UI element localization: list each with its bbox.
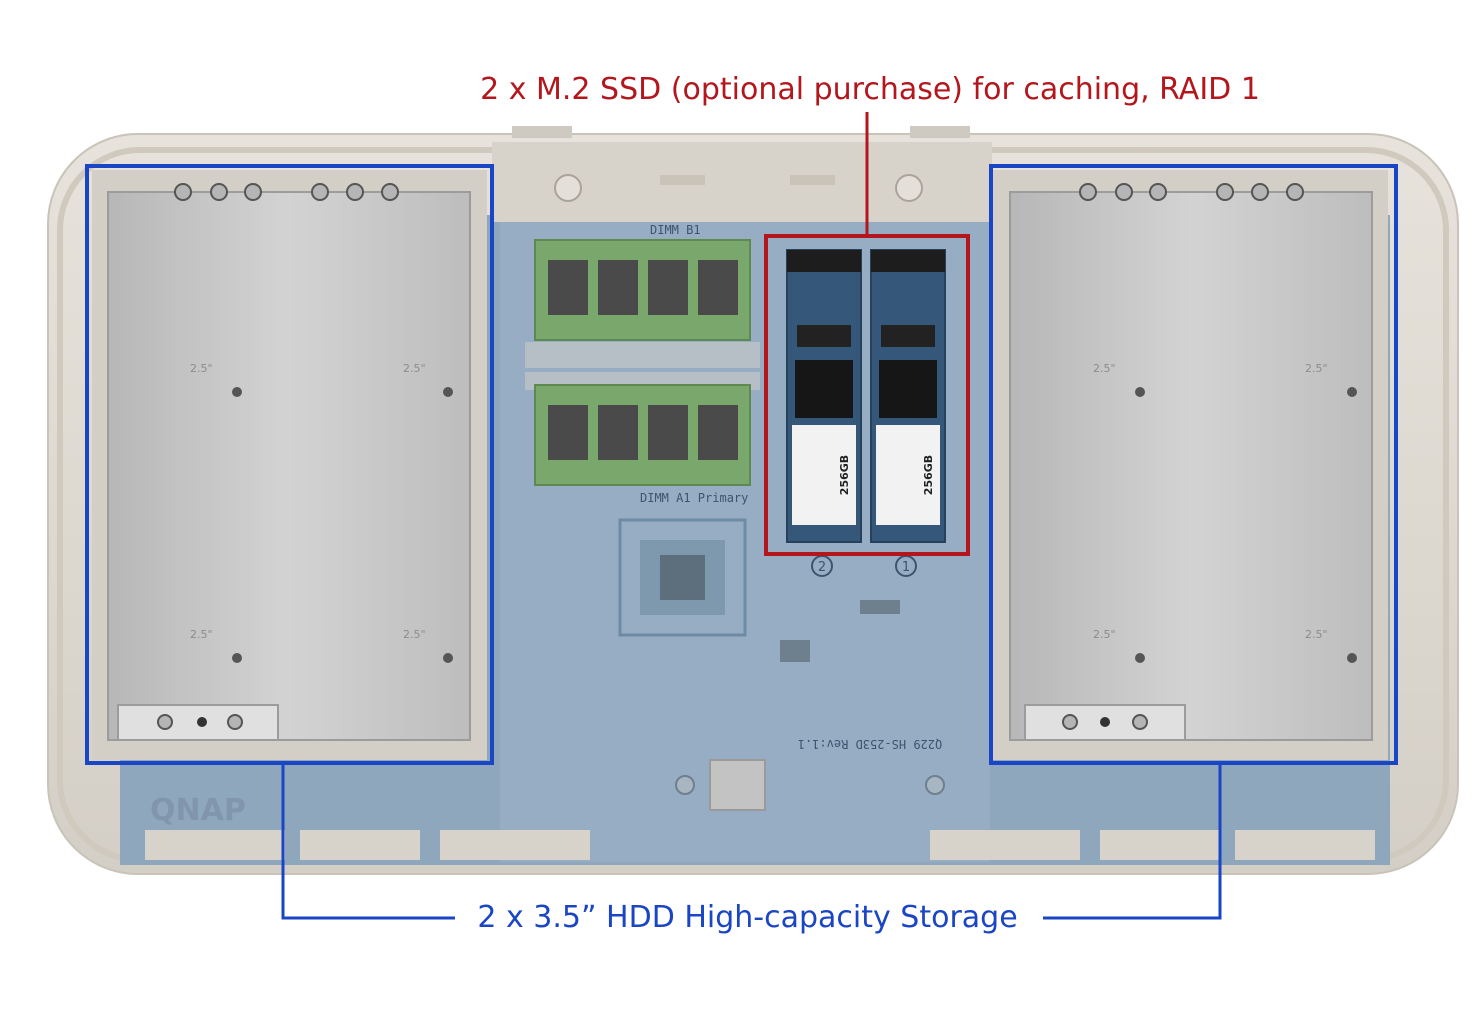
ram-slot (525, 342, 760, 368)
ssd-controller-chip (881, 325, 935, 347)
m2-slot-2-number: 2 (818, 560, 826, 575)
hdd-callout-label: 2 x 3.5” HDD High-capacity Storage (477, 900, 1018, 935)
capacitor (675, 775, 695, 795)
dimm-b1-marking: DIMM B1 (650, 223, 701, 237)
handle-screw (227, 714, 243, 730)
tray-screw (1286, 183, 1304, 201)
ssd-nand-chip (795, 360, 853, 418)
board-connector (709, 759, 766, 811)
ram-chip (648, 405, 688, 460)
m2-connector (871, 250, 945, 272)
bay-size-marking: 2.5" (403, 628, 426, 641)
tray-screw (1149, 183, 1167, 201)
bay-size-marking: 2.5" (1093, 362, 1116, 375)
board-component (780, 640, 810, 662)
ssd-label (792, 425, 856, 525)
mount-hole (232, 653, 242, 663)
board-component (860, 600, 900, 614)
tray-screw (1079, 183, 1097, 201)
ssd-nand-chip (879, 360, 937, 418)
frame-slot (790, 175, 835, 185)
ssd-capacity: 256GB (838, 455, 851, 495)
ssd-controller-chip (797, 325, 851, 347)
bottom-rail-slot (930, 830, 1080, 860)
ram-chip (598, 405, 638, 460)
tray-screw (244, 183, 262, 201)
tray-screw (346, 183, 364, 201)
mount-hole (1347, 653, 1357, 663)
tray-screw (210, 183, 228, 201)
ram-chip (698, 405, 738, 460)
bottom-rail-slot (145, 830, 285, 860)
hdd-tray-left (107, 191, 471, 741)
tray-screw (381, 183, 399, 201)
hdd-highlight-box-left (85, 164, 494, 765)
dimm-a1-marking: DIMM A1 Primary (640, 491, 748, 505)
cpu-frame (618, 518, 747, 637)
handle-screw (157, 714, 173, 730)
m2-slot-1-number: 1 (902, 560, 910, 575)
bottom-rail-slot (440, 830, 590, 860)
tray-screw (1251, 183, 1269, 201)
handle-screw (1132, 714, 1148, 730)
bay-size-marking: 2.5" (1305, 628, 1328, 641)
ram-chip (548, 260, 588, 315)
tray-screw (311, 183, 329, 201)
mount-hole (1347, 387, 1357, 397)
mount-hole (1135, 387, 1145, 397)
mount-hole (443, 653, 453, 663)
ram-chip (698, 260, 738, 315)
bay-size-marking: 2.5" (403, 362, 426, 375)
hdd-highlight-box-right (989, 164, 1398, 765)
board-revision-marking: Q229 HS-253D Rev:1.1 (798, 737, 943, 751)
m2-connector (787, 250, 861, 272)
mount-hole (1135, 653, 1145, 663)
bottom-rail-slot (1100, 830, 1220, 860)
ssd-callout-label: 2 x M.2 SSD (optional purchase) for cach… (480, 72, 1260, 107)
cpu-die (660, 555, 705, 600)
tray-screw (1115, 183, 1133, 201)
handle-screw (1100, 717, 1110, 727)
bay-size-marking: 2.5" (190, 362, 213, 375)
standoff (554, 174, 582, 202)
ram-chip (548, 405, 588, 460)
ssd-highlight-box (764, 234, 970, 556)
ssd-capacity: 256GB (922, 455, 935, 495)
ram-chip (648, 260, 688, 315)
bay-size-marking: 2.5" (190, 628, 213, 641)
qnap-logo-marking: QNAP (150, 793, 246, 828)
handle-screw (1062, 714, 1078, 730)
top-connector-left (512, 126, 572, 138)
bay-size-marking: 2.5" (1305, 362, 1328, 375)
handle-screw (197, 717, 207, 727)
standoff (895, 174, 923, 202)
top-connector-right (910, 126, 970, 138)
hdd-callout-leader-left (281, 763, 455, 920)
hdd-callout-leader-right (1043, 763, 1222, 920)
tray-screw (1216, 183, 1234, 201)
ram-chip (598, 260, 638, 315)
frame-slot (660, 175, 705, 185)
ssd-label (876, 425, 940, 525)
tray-screw (174, 183, 192, 201)
capacitor (925, 775, 945, 795)
bottom-rail-slot (1235, 830, 1375, 860)
bottom-rail-slot (300, 830, 420, 860)
bay-size-marking: 2.5" (1093, 628, 1116, 641)
mount-hole (232, 387, 242, 397)
hdd-tray-right (1009, 191, 1373, 741)
mount-hole (443, 387, 453, 397)
